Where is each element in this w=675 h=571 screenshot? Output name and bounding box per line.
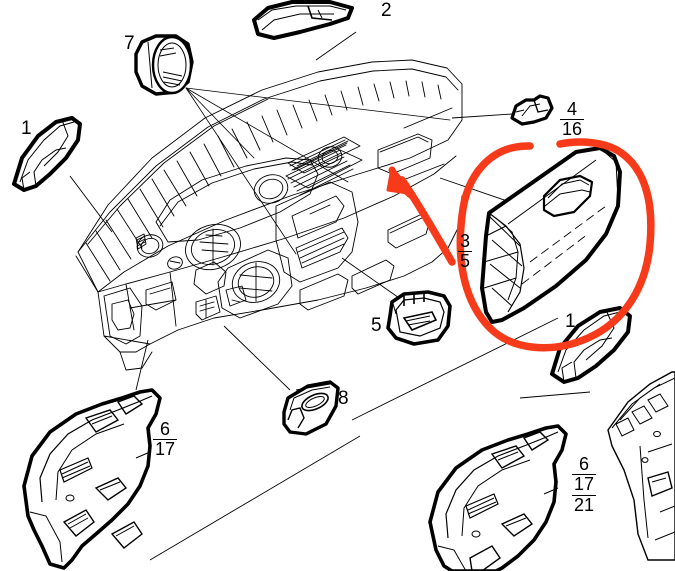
callout-6-17-numerator: 6 <box>153 419 178 441</box>
part-knee-bolster-bracket-right <box>428 424 568 571</box>
part-retaining-clip <box>510 94 554 126</box>
leader-to-clip <box>451 113 513 119</box>
leader-to-bin-lid <box>341 257 403 301</box>
part-glove-compartment-door <box>480 146 622 324</box>
callout-3-5-numerator: 3 <box>458 231 473 253</box>
leader-to-switch-cover <box>223 325 291 391</box>
part-switch-blank-cover <box>282 380 340 436</box>
red-circle-highlight <box>456 138 655 352</box>
part-storage-bin-lid <box>386 290 452 346</box>
callout-5: 5 <box>371 315 382 336</box>
leader-lines <box>69 31 591 561</box>
part-right-edge-fragment <box>607 371 675 561</box>
callout-3-5-denominator: 5 <box>460 251 471 272</box>
callout-8: 8 <box>338 388 349 409</box>
callout-3-5: 3 5 <box>458 231 473 272</box>
callout-1-right: 1 <box>565 311 576 332</box>
callout-2: 2 <box>381 0 392 21</box>
leader-to-right-edge-part <box>519 391 591 399</box>
leader-to-upper-trim <box>315 31 357 61</box>
leader-to-glove-box <box>439 177 517 205</box>
callout-6-17-21: 6 17 21 <box>572 454 597 515</box>
part-upper-trim-cover <box>252 0 354 40</box>
callout-4-16-numerator: 4 <box>560 99 585 121</box>
callout-1-left: 1 <box>21 118 32 139</box>
leader-to-bracket-right <box>149 435 361 561</box>
leader-to-bracket-left <box>135 339 149 391</box>
callout-4-16: 4 16 <box>560 99 585 140</box>
callout-6-17-21-second: 17 <box>572 474 597 496</box>
instrument-panel-assembly <box>75 59 463 371</box>
callout-6-17-21-third: 21 <box>574 494 595 515</box>
callout-6-17: 6 17 <box>153 419 178 460</box>
callout-6-17-denominator: 17 <box>155 439 176 460</box>
red-arrow <box>386 166 456 266</box>
part-headlamp-switch-knob <box>134 34 194 96</box>
part-a-pillar-trim-left <box>12 116 82 192</box>
leader-to-a-pillar-right <box>351 317 559 421</box>
leader-to-a-pillar-left <box>69 175 113 233</box>
callout-4-16-denominator: 16 <box>562 119 583 140</box>
part-knee-bolster-bracket-left <box>22 388 162 570</box>
callout-6-17-21-first: 6 <box>572 454 597 476</box>
callout-7: 7 <box>124 33 135 54</box>
